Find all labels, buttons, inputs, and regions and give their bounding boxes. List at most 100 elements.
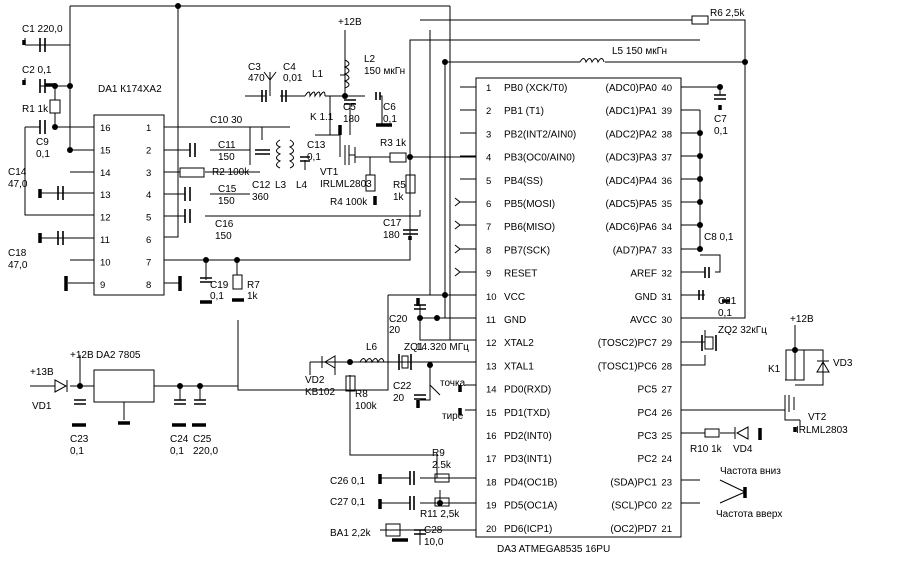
- da3-pin-name: PB2(INT2/AIN0): [504, 129, 576, 140]
- c24-value: 0,1: [170, 446, 184, 457]
- da3-pin-name: PD0(RXD): [504, 385, 551, 396]
- supply-label: +13В: [30, 367, 54, 378]
- inductor-symbols: [276, 58, 605, 364]
- da3-pin-name: (TOSC2)PC7: [598, 338, 658, 349]
- da3-pin-number: 12: [486, 338, 497, 349]
- c16-label: C16: [215, 219, 234, 230]
- c17-label: C17: [383, 218, 402, 229]
- zq2-label: ZQ2 32кГц: [718, 325, 767, 336]
- da3-pin-name: PB6(MISO): [504, 222, 555, 233]
- junctions: [52, 3, 798, 506]
- da3-pin-number: 29: [661, 338, 672, 349]
- da3-pin-number: 33: [661, 245, 672, 256]
- da3-pin-number: 10: [486, 292, 497, 303]
- vd2-label: VD2: [305, 375, 325, 386]
- c7-label: C7: [714, 114, 727, 125]
- da3-pin-name: PB0 (XCK/T0): [504, 83, 567, 94]
- da3-pin-number: 25: [661, 431, 672, 442]
- da3-pin-name: PD2(INT0): [504, 431, 552, 442]
- da3-pin-name: XTAL2: [504, 338, 534, 349]
- da3-pin-name: GND: [635, 292, 657, 303]
- da3-pin-name: (TOSC1)PC6: [598, 361, 658, 372]
- da3-pin-name: PD3(INT1): [504, 454, 552, 465]
- da3-pin-name: PB3(OC0/AIN0): [504, 153, 575, 164]
- r4-label: R4 100k: [330, 197, 368, 208]
- da1-pin-number: 7: [146, 257, 151, 268]
- da1-pin-number: 15: [100, 145, 111, 156]
- capacitor-symbols: [39, 38, 726, 535]
- da3-pin-name: PD4(OC1B): [504, 477, 557, 488]
- r9-label: R9: [432, 448, 445, 459]
- arrow-markers: [454, 86, 476, 277]
- da3-pin-name: PB7(SCK): [504, 245, 550, 256]
- da3-pin-name: AVCC: [630, 315, 657, 326]
- ground-symbols: [22, 40, 797, 542]
- l6-label: L6: [366, 342, 378, 353]
- freq-down-label: Частота вниз: [720, 466, 781, 477]
- c1-label: C1 220,0: [22, 24, 63, 35]
- da1-pin-number: 4: [146, 190, 151, 201]
- r10-label: R10 1k: [690, 444, 723, 455]
- k-label: K 1.1: [310, 112, 334, 123]
- c9-label: C9: [36, 137, 49, 148]
- c19-value: 0,1: [210, 291, 224, 302]
- l3-label: L3: [275, 180, 287, 191]
- r3-label: R3 1k: [380, 138, 407, 149]
- l2-label: L2: [364, 54, 376, 65]
- c25-value: 220,0: [193, 446, 218, 457]
- c28-value: 10,0: [424, 537, 444, 548]
- c12-value: 360: [252, 192, 269, 203]
- l5-label: L5 150 мкГн: [612, 46, 667, 57]
- da3-pin-name: PC4: [638, 408, 658, 419]
- da3-pin-name: (AD7)PA7: [613, 245, 658, 256]
- da3-pin-number: 16: [486, 431, 497, 442]
- da3-pin-number: 15: [486, 408, 497, 419]
- c13-value: 0,1: [307, 152, 321, 163]
- da3-pin-number: 39: [661, 106, 672, 117]
- c26-label: C26 0,1: [330, 476, 365, 487]
- da3-pin-name: PC3: [638, 431, 658, 442]
- c27-label: C27 0,1: [330, 497, 365, 508]
- da3-pin-name: PC5: [638, 385, 658, 396]
- da3-pin-number: 26: [661, 408, 672, 419]
- c11-value: 150: [218, 152, 235, 163]
- da3-pin-number: 20: [486, 524, 497, 535]
- labels: +12В +12В +12В +13В DA1 К174ХА2 DA2 7805…: [8, 8, 853, 555]
- r6-label: R6 2,5k: [710, 8, 745, 19]
- da3-pin-number: 13: [486, 361, 497, 372]
- c22-label: C22: [393, 381, 412, 392]
- r1-label: R1 1k: [22, 104, 49, 115]
- k1-label: K1: [768, 364, 781, 375]
- r8-label: R8: [355, 389, 368, 400]
- supply-label: +12В: [790, 314, 814, 325]
- tochka-label: точка: [440, 378, 466, 389]
- vt1-label: VT1: [320, 167, 339, 178]
- c14-label: C14: [8, 167, 27, 178]
- da2-title: DA2 7805: [96, 350, 141, 361]
- da3-pin-number: 5: [486, 176, 491, 187]
- resistor-symbols: [49, 15, 720, 507]
- r9-value: 2.5k: [432, 460, 452, 471]
- da1-pin-number: 13: [100, 190, 111, 201]
- zq1-frequency: 14.320 МГц: [416, 342, 469, 353]
- c12-label: C12: [252, 180, 271, 191]
- r7-value: 1k: [247, 291, 259, 302]
- c7-value: 0,1: [714, 126, 728, 137]
- da3-pin-name: (ADC6)PA6: [606, 222, 658, 233]
- da1-pin-number: 2: [146, 145, 151, 156]
- c17-value: 180: [383, 230, 400, 241]
- c15-label: C15: [218, 184, 237, 195]
- da3-pin-number: 24: [661, 454, 672, 465]
- da3-pin-number: 9: [486, 269, 491, 280]
- c23-value: 0,1: [70, 446, 84, 457]
- l2-value: 150 мкГн: [364, 66, 405, 77]
- da3-pin-number: 36: [661, 176, 672, 187]
- vd4-label: VD4: [733, 444, 753, 455]
- c4-value: 0,01: [283, 73, 303, 84]
- da3-pin-number: 38: [661, 129, 672, 140]
- da3-pin-number: 8: [486, 245, 491, 256]
- da3-pin-name: XTAL1: [504, 361, 534, 372]
- vt2-type: IRLML2803: [796, 425, 848, 436]
